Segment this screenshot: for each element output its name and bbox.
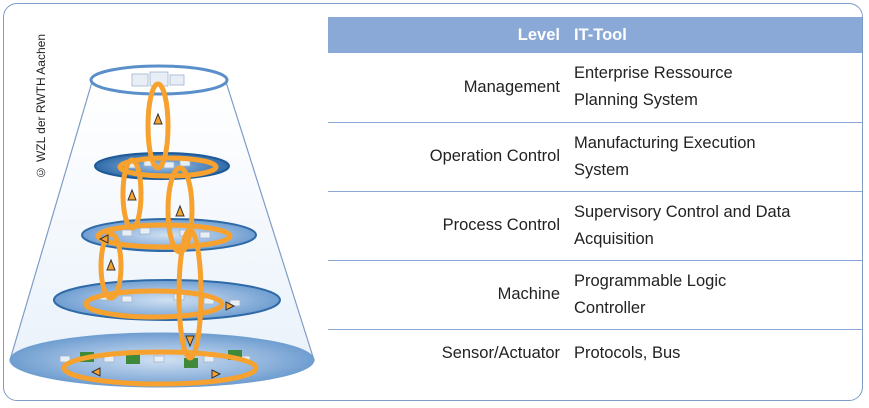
tool-cell: Enterprise Ressource Planning System: [572, 53, 862, 123]
tool-line: Supervisory Control and Data: [574, 202, 791, 221]
machine-disc: [53, 279, 281, 321]
level-tool-table: Level IT-Tool Management Enterprise Ress…: [328, 17, 862, 378]
tool-cell: Manufacturing Execution System: [572, 122, 862, 192]
communication-loops: [61, 81, 259, 387]
level-cell: Machine: [328, 260, 572, 330]
table-row: Operation Control Manufacturing Executio…: [328, 122, 862, 192]
figure-frame: © WZL der RWTH Aachen Level IT-Tool Mana…: [3, 3, 863, 401]
level-cell: Sensor/Actuator: [441, 344, 560, 363]
automation-pyramid-panel: © WZL der RWTH Aachen: [4, 4, 327, 400]
tool-cell: Protocols, Bus: [572, 329, 862, 378]
table-row: Sensor/Actuator Protocols, Bus: [328, 329, 862, 378]
tool-line: Manufacturing Execution: [574, 133, 756, 152]
level-cell: Operation Control: [328, 122, 572, 192]
tool-line: System: [574, 160, 630, 179]
copyright-notice: © WZL der RWTH Aachen: [34, 34, 48, 180]
tool-line: Acquisition: [574, 229, 654, 248]
level-cell: Process Control: [328, 191, 572, 261]
loop-direction-arrows: [90, 112, 236, 379]
automation-pyramid-diagram: [9, 64, 315, 388]
tool-cell: Supervisory Control and Data Acquisition: [572, 191, 862, 261]
table-row: Machine Programmable Logic Controller: [328, 260, 862, 330]
header-it-tool: IT-Tool: [572, 17, 862, 53]
table-row: Management Enterprise Ressource Planning…: [328, 53, 862, 123]
tool-cell: Programmable Logic Controller: [572, 260, 862, 330]
tool-line: Planning System: [574, 91, 698, 110]
tool-line: Programmable Logic: [574, 271, 727, 290]
level-cell: Management: [328, 53, 572, 123]
level-tool-table-container: Level IT-Tool Management Enterprise Ress…: [328, 17, 862, 378]
tool-line: Protocols, Bus: [574, 344, 681, 363]
table-header-row: Level IT-Tool: [328, 17, 862, 53]
tool-line: Controller: [574, 298, 646, 317]
tool-line: Enterprise Ressource: [574, 64, 733, 83]
header-level: Level: [328, 17, 572, 53]
table-row: Process Control Supervisory Control and …: [328, 191, 862, 261]
